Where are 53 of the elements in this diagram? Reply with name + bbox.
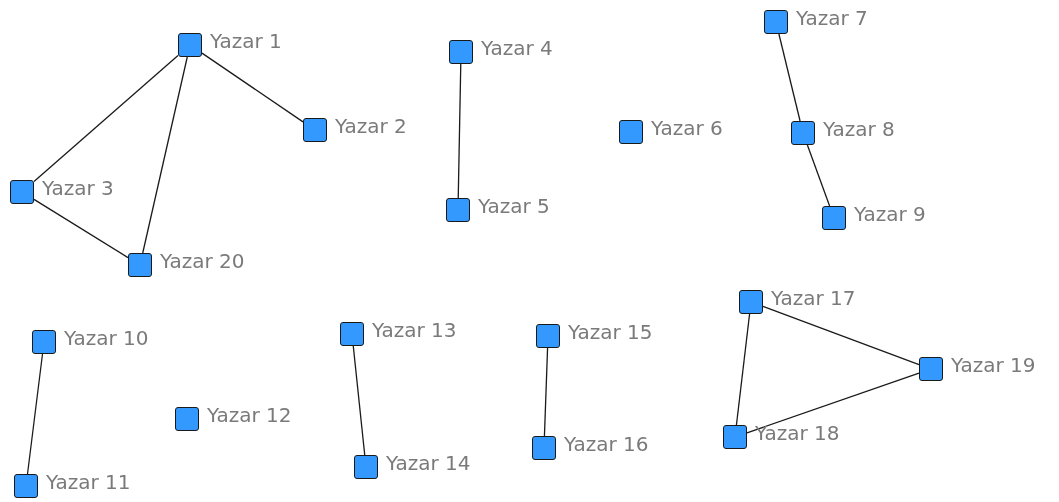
node-square: [128, 253, 152, 277]
node-square: [354, 455, 378, 479]
connector-line: [778, 33, 801, 122]
node-square: [919, 357, 943, 381]
node-label: Yazar 6: [651, 116, 723, 140]
node-square: [739, 290, 763, 314]
connector-line: [735, 313, 751, 426]
node-label: Yazar 8: [823, 117, 895, 141]
node-label: Yazar 12: [207, 403, 292, 427]
node-square: [536, 324, 560, 348]
node-square: [532, 436, 556, 460]
node-square: [178, 33, 202, 57]
node-square: [303, 118, 327, 142]
node-square: [340, 322, 364, 346]
node-label: Yazar 15: [568, 320, 653, 344]
node-label: Yazar 13: [372, 318, 457, 342]
connector-line: [457, 63, 462, 199]
connector-line: [806, 144, 831, 207]
node-label: Yazar 1: [210, 29, 282, 53]
node-label: Yazar 17: [771, 286, 856, 310]
node-square: [175, 407, 199, 431]
node-square: [10, 180, 34, 204]
connector-line: [543, 347, 549, 437]
node-label: Yazar 18: [755, 421, 840, 445]
node-square: [619, 120, 643, 144]
connector-line: [33, 198, 129, 259]
node-label: Yazar 9: [854, 202, 926, 226]
node-label: Yazar 16: [564, 432, 649, 456]
node-square: [446, 198, 470, 222]
node-label: Yazar 3: [42, 176, 114, 200]
node-label: Yazar 10: [64, 326, 149, 350]
node-square: [791, 121, 815, 145]
node-square: [723, 425, 747, 449]
node-label: Yazar 14: [386, 451, 471, 475]
node-square: [449, 40, 473, 64]
node-square: [14, 474, 38, 498]
node-square: [32, 330, 56, 354]
connector-line: [352, 345, 366, 456]
node-label: Yazar 2: [335, 114, 407, 138]
connector-line: [762, 305, 920, 366]
node-label: Yazar 19: [951, 353, 1036, 377]
node-label: Yazar 7: [796, 6, 868, 30]
connector-line: [201, 52, 304, 123]
node-square: [822, 206, 846, 230]
node-square: [764, 10, 788, 34]
node-label: Yazar 5: [478, 194, 550, 218]
connector-line: [26, 353, 44, 475]
node-label: Yazar 4: [481, 36, 553, 60]
node-label: Yazar 20: [160, 249, 245, 273]
node-label: Yazar 11: [46, 470, 131, 494]
connector-line: [142, 56, 188, 254]
connector-line: [746, 372, 920, 434]
connector-line: [33, 54, 179, 183]
